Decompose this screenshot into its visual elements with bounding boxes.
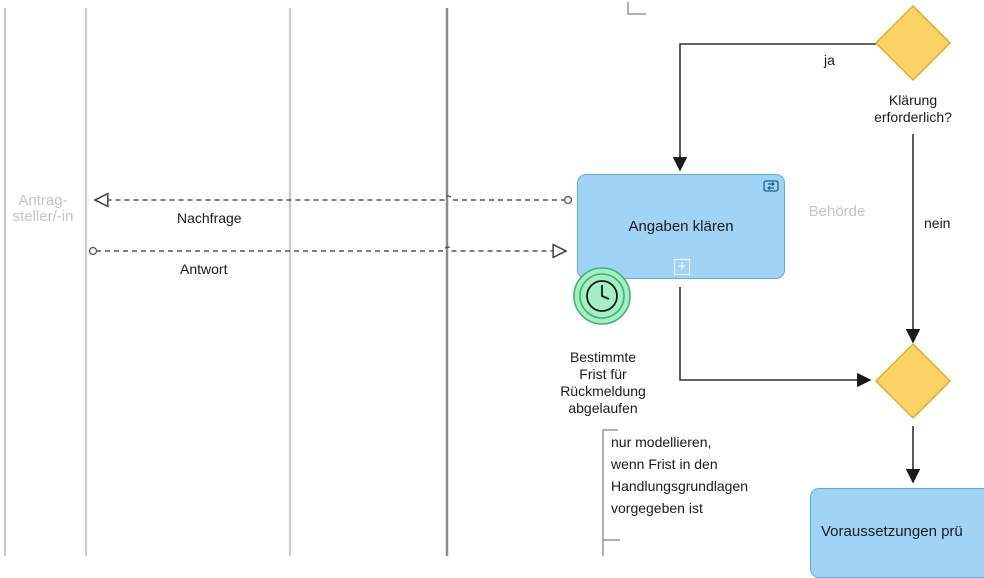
flow-label-yes: ja	[824, 52, 835, 68]
message-flow-request[interactable]	[95, 196, 573, 204]
timer-event-label: Bestimmte Frist für Rückmeldung abgelauf…	[560, 349, 646, 416]
decision-gateway[interactable]	[874, 4, 952, 82]
flow-yes[interactable]	[672, 43, 876, 172]
task-clarify-label: Angaben klären	[628, 218, 734, 235]
flow-label-no: nein	[924, 215, 951, 231]
bracket-top	[627, 2, 646, 15]
expand-icon[interactable]: +	[674, 259, 690, 275]
lane-label-authority: Behörde	[808, 203, 866, 220]
lane-label-applicant: Antrag- steller/-in	[12, 192, 74, 225]
task-clarify[interactable]: Angaben klären +	[577, 174, 785, 279]
merge-gateway[interactable]	[874, 342, 952, 420]
process-diagram	[4, 2, 952, 556]
message-label-request: Nachfrage	[177, 210, 242, 226]
task-check-label: Voraussetzungen prü	[821, 523, 963, 540]
timer-event[interactable]	[562, 266, 642, 346]
annotation-bracket	[602, 429, 618, 556]
loop-icon	[763, 180, 779, 192]
text-annotation: nur modellieren, wenn Frist in den Handl…	[611, 434, 748, 516]
gateway-question: Klärung erforderlich?	[874, 92, 952, 125]
message-flow-response[interactable]	[88, 247, 567, 255]
message-label-response: Antwort	[180, 261, 228, 277]
flow-task-to-merge[interactable]	[679, 287, 872, 388]
task-check-requirements[interactable]: Voraussetzungen prü	[810, 488, 984, 578]
lane-lines	[4, 8, 449, 556]
